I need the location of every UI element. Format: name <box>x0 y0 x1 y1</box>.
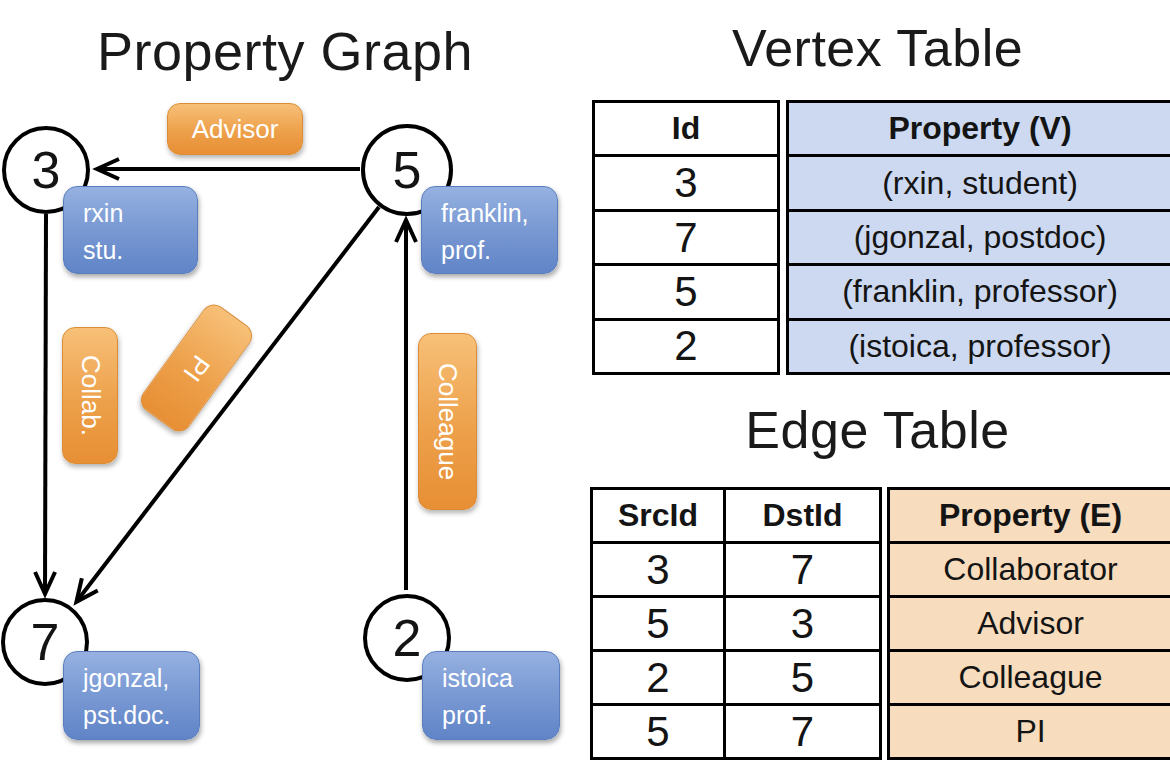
edge-table-dst-cell: 3 <box>726 598 879 649</box>
edge-label-collab: Collab. <box>62 327 118 464</box>
vertex-table-id-cell: 5 <box>595 263 777 317</box>
edge-table-dst-cell: 7 <box>726 706 879 757</box>
edge-table-property-cell: Colleague <box>890 649 1170 703</box>
edge-table-title: Edge Table <box>585 400 1170 460</box>
vertex-label-franklin-line2: prof. <box>441 232 557 269</box>
vertex-label-rxin: rxin stu. <box>63 186 198 274</box>
vertex-table-property-cell: (franklin, professor) <box>789 263 1170 317</box>
edge-table-id-row: 2 5 <box>593 649 879 703</box>
edge-table-id-row: 5 7 <box>593 703 879 757</box>
vertex-label-istoica: istoica prof. <box>422 651 560 740</box>
edge-table-srcid-header: SrcId <box>593 490 726 541</box>
vertex-table-title: Vertex Table <box>585 18 1170 78</box>
edge-table-property-cell: PI <box>890 703 1170 757</box>
edge-table-property-header: Property (E) <box>890 490 1170 541</box>
edge-table-id-row: 3 7 <box>593 541 879 595</box>
edge-table-id-columns: SrcId DstId 3 7 5 3 2 5 5 7 <box>590 487 882 760</box>
vertex-label-franklin-line1: franklin, <box>441 195 557 232</box>
edge-table-dstid-header: DstId <box>726 490 879 541</box>
vertex-table-property-column: Property (V) (rxin, student) (jgonzal, p… <box>786 100 1170 375</box>
vertex-label-jgonzal: jgonzal, pst.doc. <box>63 651 200 740</box>
vertex-label-franklin: franklin, prof. <box>421 186 558 274</box>
edge-table-property-cell: Advisor <box>890 595 1170 649</box>
edge-table-dst-cell: 5 <box>726 652 879 703</box>
vertex-label-jgonzal-line2: pst.doc. <box>83 697 199 734</box>
edge-collab-3-to-7 <box>45 214 46 593</box>
vertex-label-istoica-line2: prof. <box>442 697 559 734</box>
edge-label-colleague: Colleague <box>418 333 477 510</box>
vertex-table-property-header: Property (V) <box>789 103 1170 154</box>
vertex-table-id-cell: 2 <box>595 318 777 372</box>
edge-table-dst-cell: 7 <box>726 544 879 595</box>
vertex-table-id-header: Id <box>595 103 777 154</box>
vertex-table-id-cell: 7 <box>595 209 777 263</box>
vertex-label-rxin-line1: rxin <box>83 195 197 232</box>
vertex-table-property-cell: (jgonzal, postdoc) <box>789 209 1170 263</box>
edge-label-advisor: Advisor <box>167 103 303 155</box>
edge-table-src-cell: 3 <box>593 544 726 595</box>
vertex-label-istoica-line1: istoica <box>442 660 559 697</box>
edge-table-src-cell: 5 <box>593 598 726 649</box>
vertex-table-id-column: Id 3 7 5 2 <box>592 100 780 375</box>
edge-table-property-cell: Collaborator <box>890 541 1170 595</box>
edge-table-src-cell: 5 <box>593 706 726 757</box>
vertex-label-rxin-line2: stu. <box>83 232 197 269</box>
edge-table-property-column: Property (E) Collaborator Advisor Collea… <box>887 487 1170 760</box>
vertex-label-jgonzal-line1: jgonzal, <box>83 660 199 697</box>
edge-table-id-row: 5 3 <box>593 595 879 649</box>
vertex-table-property-cell: (rxin, student) <box>789 154 1170 208</box>
vertex-table-property-cell: (istoica, professor) <box>789 318 1170 372</box>
edge-table-id-header-row: SrcId DstId <box>593 490 879 541</box>
vertex-table-id-cell: 3 <box>595 154 777 208</box>
edge-table-src-cell: 2 <box>593 652 726 703</box>
